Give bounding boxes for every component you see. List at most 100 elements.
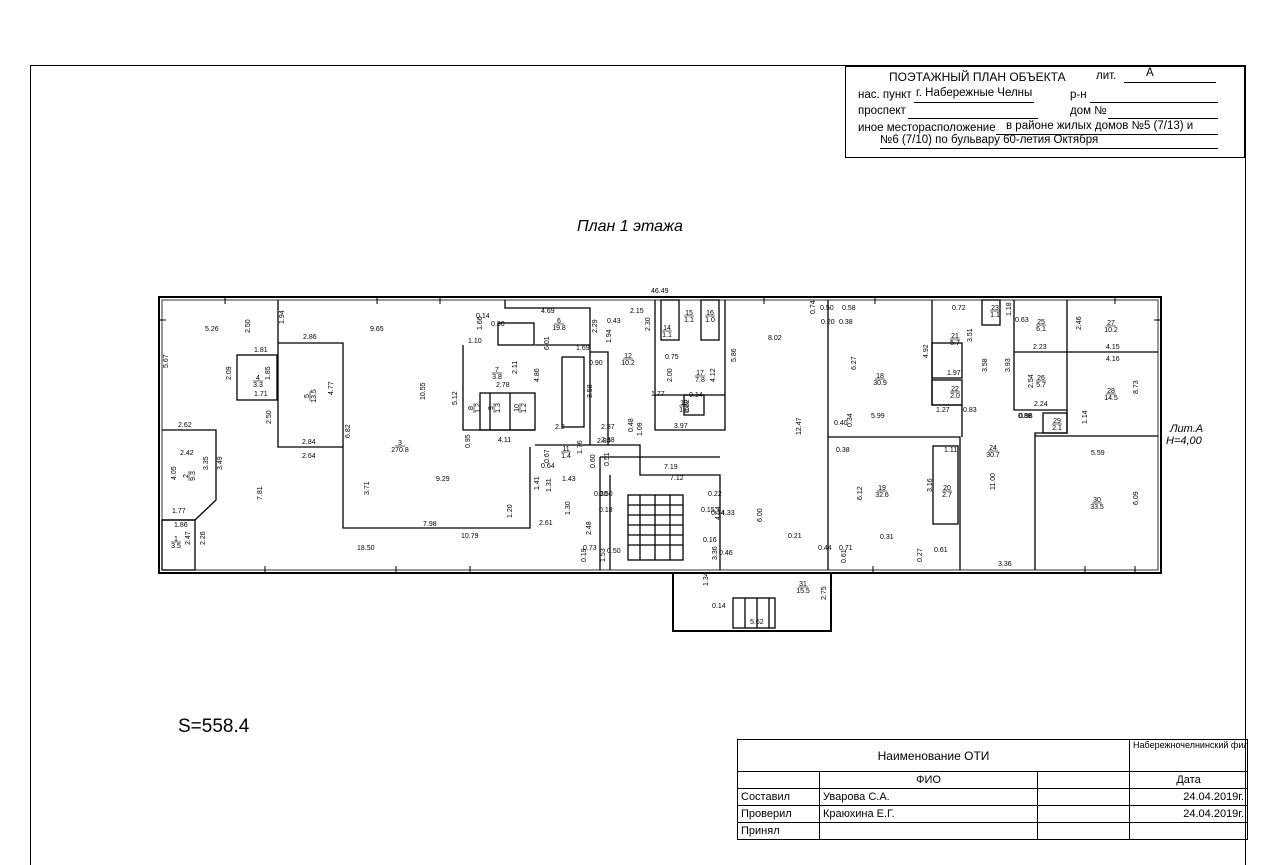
dimension-label: 1.97 <box>947 370 961 377</box>
room-area: 10.2 <box>1104 327 1118 334</box>
room-number: 11 <box>562 446 569 453</box>
date-header: Дата <box>1129 771 1249 789</box>
room-area: 1.0 <box>679 407 689 414</box>
height-tag: Н=4,00 <box>1166 435 1203 447</box>
dimension-label: 2.84 <box>302 439 316 446</box>
room-number: 30 <box>1093 497 1101 504</box>
room-label: 151.1 <box>684 310 694 324</box>
room-number: 9 <box>488 406 495 410</box>
dimension-label: 1.66 <box>477 316 484 330</box>
dimension-label: 2.64 <box>302 453 316 460</box>
window-ticks <box>159 297 1161 573</box>
stamp-other-location-label: иное месторасположение <box>858 122 996 134</box>
room-area: 5.7 <box>950 340 960 347</box>
dimension-label: 7.81 <box>257 486 264 500</box>
room-number: 31 <box>799 581 807 588</box>
dimension-label: 1.31 <box>546 478 553 492</box>
room-number: 18 <box>876 373 884 380</box>
dimension-label: 10.79 <box>461 533 479 540</box>
stamp-district-line <box>1090 101 1218 103</box>
dimension-label: 9.29 <box>436 476 450 483</box>
room-label: 161.0 <box>705 310 715 324</box>
row-date <box>1129 822 1249 840</box>
dimension-label: 6.09 <box>1133 491 1140 505</box>
dimension-label: 4.86 <box>534 368 541 382</box>
dimension-label: 2.75 <box>821 586 828 600</box>
overall-length: 46.49 <box>651 288 669 295</box>
stamp-house-label: дом № <box>1070 105 1107 117</box>
dimension-label: 5.67 <box>163 354 170 368</box>
dimension-label: 3.97 <box>674 423 688 430</box>
dimension-label: 0.50 <box>820 305 834 312</box>
room-number: 19 <box>878 485 886 492</box>
room-area: 1.0 <box>705 317 715 324</box>
dimension-label: 4.92 <box>923 344 930 358</box>
dimension-label: 1.69 <box>576 345 590 352</box>
stamp-other-location-line <box>996 133 1218 135</box>
row-name <box>819 822 1038 840</box>
room-label: 202.7 <box>942 485 952 499</box>
fio-header: ФИО <box>819 771 1038 789</box>
dimension-label: 1.27 <box>936 407 950 414</box>
room-label: 215.7 <box>950 333 960 347</box>
building-outline <box>158 296 1162 574</box>
dimension-label: 4.11 <box>498 437 511 444</box>
dimension-label: 2.2 <box>555 424 565 431</box>
dimension-label: 0.88 <box>1018 413 1032 420</box>
dimension-label: 3.58 <box>587 384 594 398</box>
stamp-avenue-label: проспект <box>858 105 906 117</box>
dimension-label: 2.26 <box>200 531 207 545</box>
room-number: 27 <box>1107 320 1115 327</box>
dimension-label: 0.90 <box>589 360 603 367</box>
dimension-label: 11.00 <box>990 473 997 490</box>
stamp-settlement-value: г. Набережные Челны <box>916 87 1033 99</box>
room-number: 10 <box>514 404 521 412</box>
stamp-house-line <box>1108 117 1218 119</box>
room-area: 1.3 <box>495 403 502 413</box>
room-number: 13 <box>680 400 688 407</box>
dimension-label: 2.78 <box>496 382 510 389</box>
dimension-label: 0.74 <box>810 300 817 314</box>
dimension-label: 2.09 <box>226 366 233 380</box>
room-number: 2 <box>183 474 190 478</box>
dimension-label: 4.15 <box>1106 344 1120 351</box>
room-number: 29 <box>1053 418 1061 425</box>
dimension-label: 2.29 <box>592 319 599 333</box>
dimension-label: 5.62 <box>750 619 764 626</box>
dimension-label: 1.94 <box>279 310 286 324</box>
stamp-settlement-label: нас. пункт <box>858 89 912 101</box>
dimension-label: 18.50 <box>357 545 375 552</box>
approval-table: Наименование ОТИ Набережночелнинский фил… <box>736 739 1249 849</box>
stamp-title: ПОЭТАЖНЫЙ ПЛАН ОБЪЕКТА <box>889 70 1066 84</box>
dimension-label: 1.18 <box>1006 302 1013 316</box>
room-label: 43.3 <box>253 375 263 389</box>
room-number: 28 <box>1107 388 1115 395</box>
row-role: Составил <box>737 788 820 806</box>
room-label: 292.1 <box>1052 418 1062 432</box>
room-area: 3.5 <box>171 543 181 550</box>
dimension-label: 0.61 <box>841 549 848 563</box>
dimension-label: 2.11 <box>512 361 519 374</box>
dimension-label: 5.99 <box>871 413 885 420</box>
room-number: 7 <box>495 367 499 374</box>
stamp-lit-label: лит. <box>1096 70 1117 82</box>
dimension-label: 3.35 <box>203 456 210 470</box>
row-date: 24.04.2019г. <box>1129 788 1249 806</box>
dimension-label: 0.16 <box>703 537 717 544</box>
room-area: 9.3 <box>190 471 197 481</box>
dimension-label: 0.22 <box>708 491 722 498</box>
room-area: 6.1 <box>1036 326 1046 333</box>
room-area: 270.8 <box>391 447 409 454</box>
room-number: 26 <box>1037 375 1045 382</box>
blank-header <box>1036 771 1131 789</box>
dimension-label: 2.54 <box>1028 374 1035 388</box>
room-label: 177.8 <box>695 370 705 384</box>
dimension-label: 2.50 <box>245 319 252 333</box>
title-stamp: ПОЭТАЖНЫЙ ПЛАН ОБЪЕКТА лит. А нас. пункт… <box>845 66 1245 158</box>
